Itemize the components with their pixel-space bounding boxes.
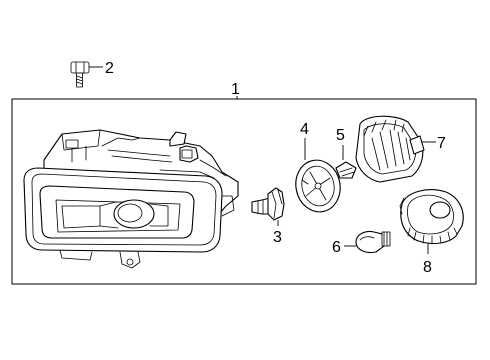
headlamp-assembly-icon bbox=[23, 129, 239, 269]
callout-7: 7 bbox=[437, 135, 446, 152]
callout-5: 5 bbox=[336, 127, 345, 144]
wedge-bulb-icon bbox=[355, 230, 391, 254]
callout-2: 2 bbox=[105, 60, 114, 77]
bulb-clip-icon bbox=[335, 161, 357, 179]
callout-8: 8 bbox=[423, 259, 432, 276]
socket-cap-icon bbox=[399, 189, 464, 245]
callout-3: 3 bbox=[273, 229, 282, 246]
callout-1: 1 bbox=[231, 81, 240, 98]
callout-6: 6 bbox=[332, 239, 341, 256]
bulb-socket-icon bbox=[251, 187, 285, 221]
assembly-frame bbox=[11, 98, 477, 285]
callout-4: 4 bbox=[300, 121, 309, 138]
bolt-icon bbox=[70, 61, 90, 88]
housing-cover-icon bbox=[355, 115, 425, 183]
bulb-holder-icon bbox=[295, 159, 341, 213]
